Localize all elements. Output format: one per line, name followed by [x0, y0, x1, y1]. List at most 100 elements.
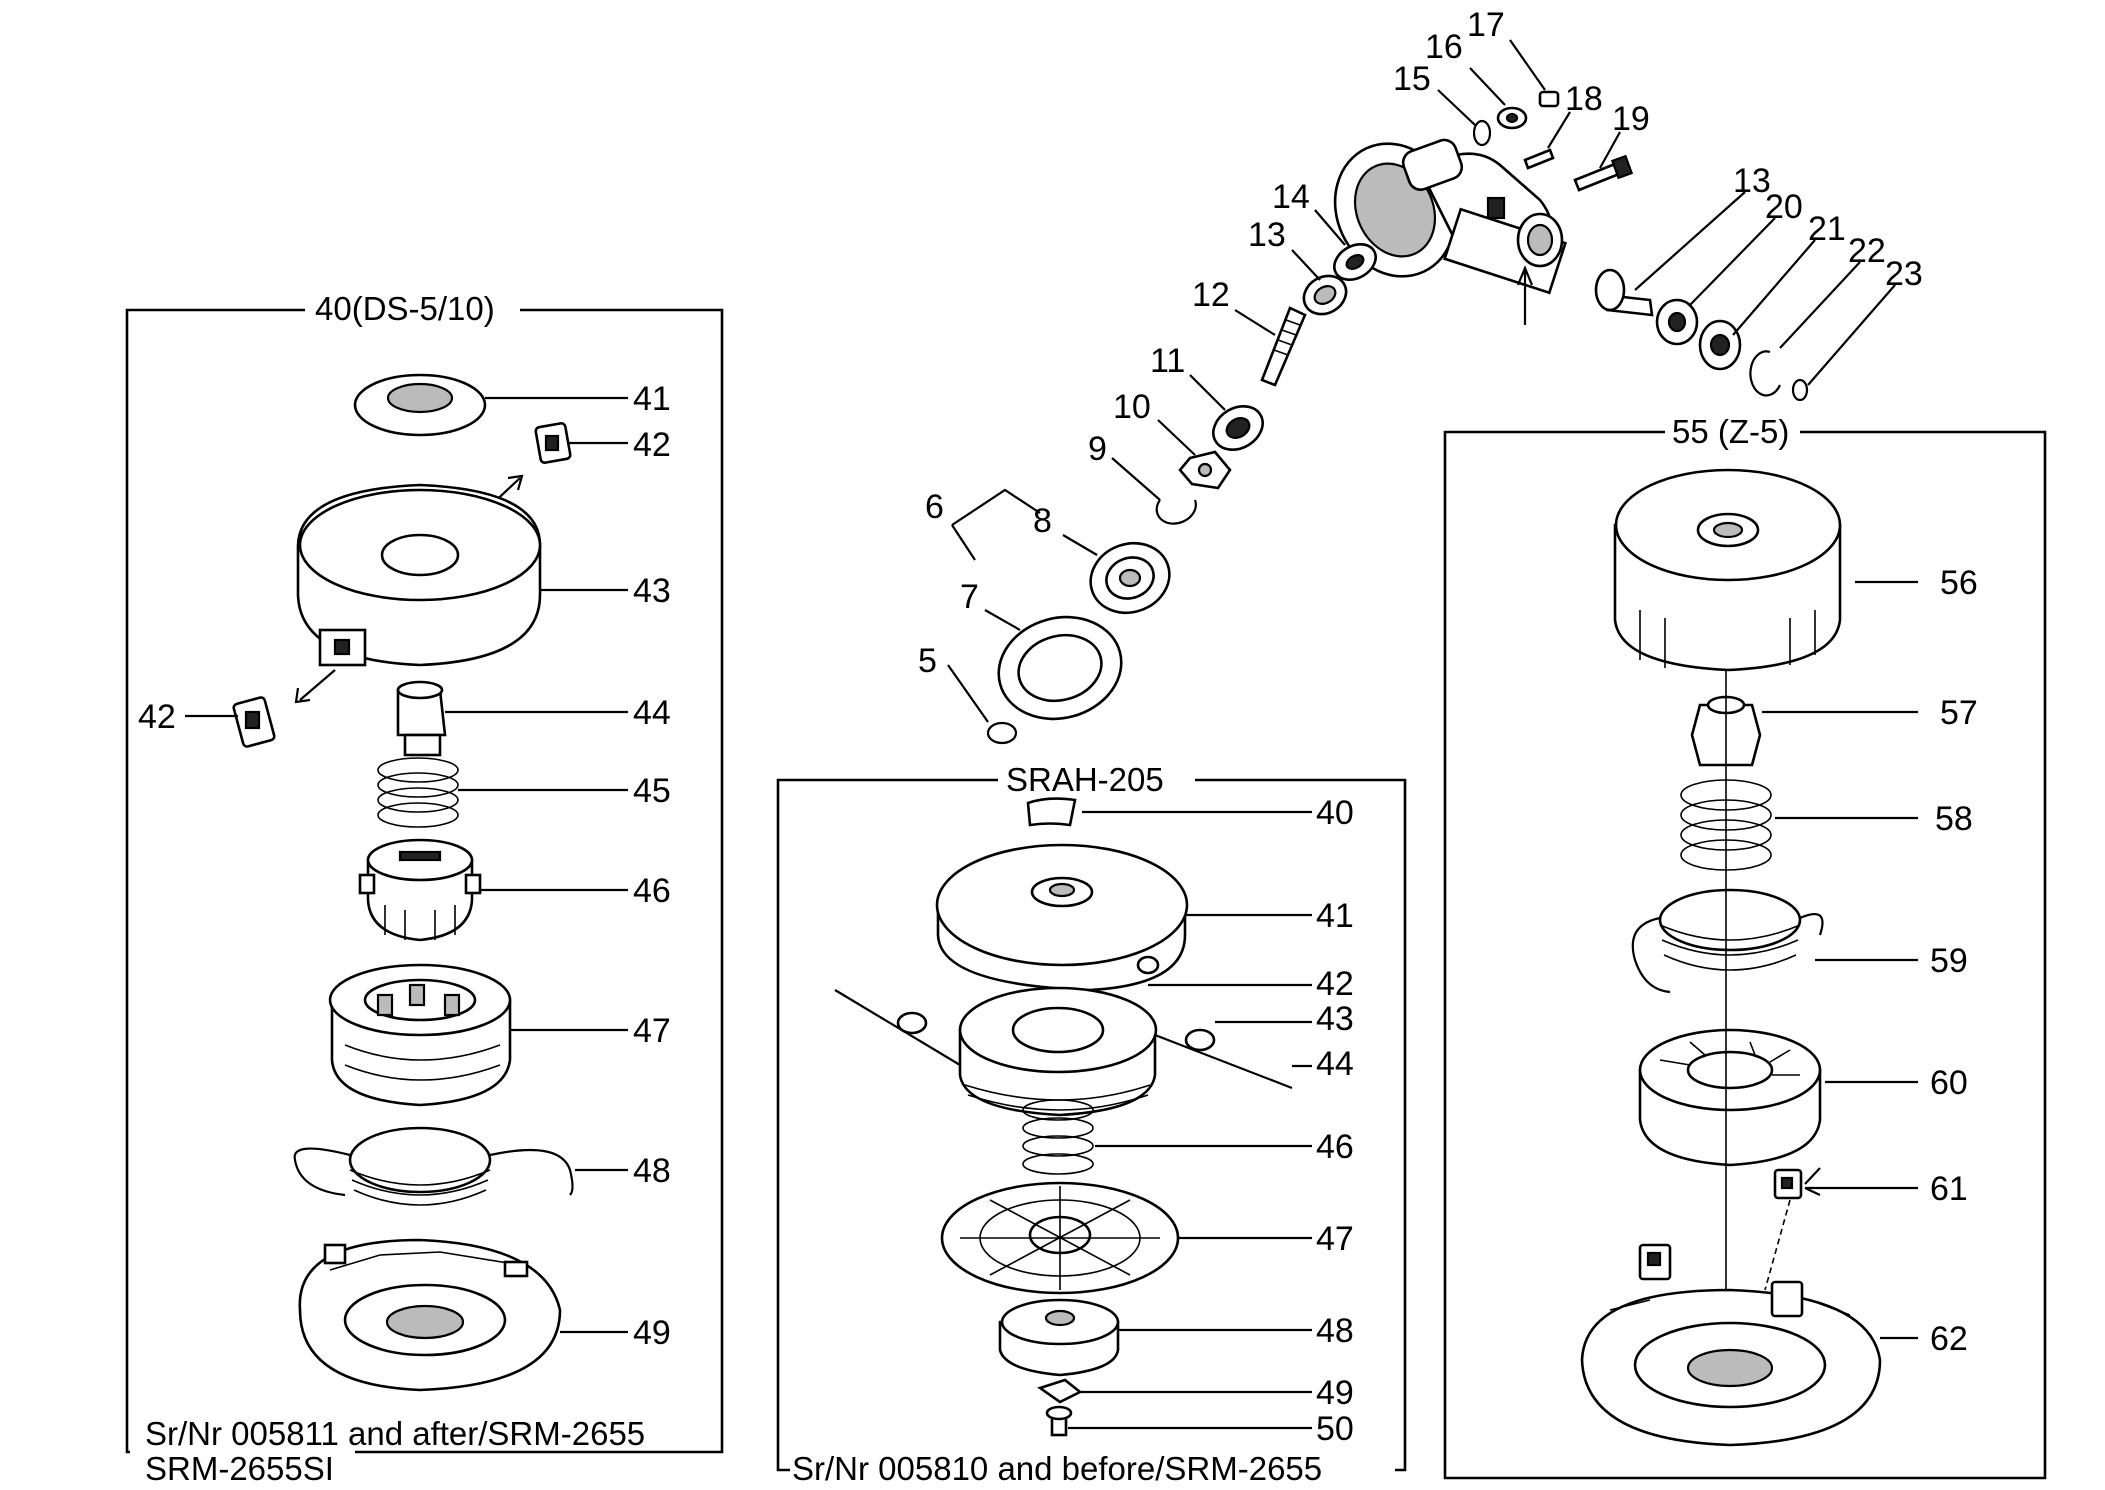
gear-case-assembly: 5 6 7 8 9 10 11 12 13 14 13 15 16 17 18 …: [918, 6, 1923, 745]
srah-callout-44: 44: [1316, 1045, 1354, 1083]
callout-22: 22: [1848, 232, 1886, 270]
srah-callout-50: 50: [1316, 1410, 1354, 1448]
gear-part-8-cover: [1089, 541, 1171, 615]
srah-callout-42: 42: [1316, 965, 1354, 1003]
callout-6: 6: [925, 488, 944, 526]
z5-callout-58: 58: [1935, 800, 1973, 838]
srah-part-47: [940, 1181, 1180, 1295]
callout-18: 18: [1565, 80, 1603, 118]
gear-part-12-shaft: [1260, 306, 1307, 387]
srah-leaders: [1068, 810, 1312, 1430]
callout-11: 11: [1150, 342, 1185, 380]
srah-callout-47: 47: [1316, 1220, 1354, 1258]
z5-box-title: 55 (Z-5): [1672, 413, 1789, 450]
callout-14: 14: [1272, 178, 1310, 216]
callout-8: 8: [1033, 502, 1052, 540]
z5-callout-61: 61: [1930, 1170, 1968, 1208]
z5-part-60: [1638, 1028, 1822, 1167]
z5-part-61: [1773, 1168, 1803, 1200]
ds-callout-43: 43: [633, 572, 671, 610]
gear-parts-15-19: [1472, 90, 1634, 192]
gear-part-7-seal: [997, 615, 1123, 721]
srah-callout-40: 40: [1316, 794, 1354, 832]
callout-21: 21: [1808, 210, 1846, 248]
ds-part-44: [396, 680, 447, 757]
gear-part-13a: [1302, 274, 1348, 316]
callout-9: 9: [1088, 430, 1107, 468]
ds-box: 40(DS-5/10) Sr/Nr 005811 and after/SRM-2…: [125, 290, 724, 1487]
srah-part-40: [1026, 797, 1077, 827]
gear-part-10-washer: [1178, 450, 1232, 490]
z5-part-62: [1580, 1243, 1882, 1447]
gear-parts-13-23: [1594, 268, 1809, 402]
callout-23: 23: [1885, 255, 1923, 293]
srah-callout-46: 46: [1316, 1128, 1354, 1166]
gear-part-14: [1333, 243, 1377, 281]
ds-callout-44: 44: [633, 694, 671, 732]
srah-box-title: SRAH-205: [1006, 761, 1164, 798]
ds-callout-41: 41: [633, 380, 671, 418]
gear-leaders: [947, 39, 1896, 723]
ds-callout-42-bottom: 42: [138, 698, 176, 736]
callout-7: 7: [960, 578, 979, 616]
srah-part-44-line: [834, 989, 1293, 1090]
gear-part-9-clip: [1155, 499, 1197, 525]
ds-callout-45: 45: [633, 772, 671, 810]
callout-12: 12: [1192, 276, 1230, 314]
ds-callout-48: 48: [633, 1152, 671, 1190]
callout-5: 5: [918, 642, 937, 680]
callout-10: 10: [1113, 388, 1151, 426]
ds-part-49: [298, 1238, 562, 1392]
callout-17: 17: [1467, 6, 1505, 44]
srah-part-48: [998, 1298, 1120, 1377]
srah-part-43-eyelets: [896, 1011, 1216, 1052]
z5-callout-60: 60: [1930, 1064, 1968, 1102]
callout-15: 15: [1393, 60, 1431, 98]
z5-box: 55 (Z-5): [1443, 413, 2047, 1480]
callout-13b: 13: [1733, 162, 1771, 200]
gear-part-5-ring: [986, 721, 1018, 745]
ds-part-42-top: [534, 422, 572, 464]
ds-callout-47: 47: [633, 1012, 671, 1050]
gear-case-housing: [1333, 138, 1567, 325]
ds-part-45: [377, 757, 459, 828]
callout-13: 13: [1248, 216, 1286, 254]
ds-part-41: [353, 373, 487, 437]
ds-box-footer-line1: Sr/Nr 005811 and after/SRM-2655: [145, 1415, 645, 1452]
ds-part-42-bottom: [232, 696, 276, 748]
ds-box-footer-line2: SRM-2655SI: [145, 1450, 334, 1487]
srah-box-footer: Sr/Nr 005810 and before/SRM-2655: [792, 1450, 1322, 1487]
ds-part-46: [358, 838, 482, 942]
z5-callout-57: 57: [1940, 694, 1978, 732]
srah-part-41: [935, 843, 1189, 992]
ds-callout-46: 46: [633, 872, 671, 910]
z5-clip-guide: [1764, 1199, 1791, 1291]
ds-leaders: [185, 396, 628, 1334]
z5-part-56: [1613, 468, 1842, 672]
callout-19: 19: [1612, 100, 1650, 138]
srah-callout-43: 43: [1316, 1000, 1354, 1038]
gear-part-11-bearing: [1212, 405, 1264, 451]
z5-leaders: [1762, 580, 1918, 1340]
ds-part-47: [328, 963, 512, 1107]
ds-part-48: [293, 1126, 574, 1206]
ds-box-title: 40(DS-5/10): [315, 290, 495, 327]
callout-20: 20: [1765, 188, 1803, 226]
z5-callout-56: 56: [1940, 564, 1978, 602]
srah-part-42-spool: [958, 986, 1158, 1117]
ds-callout-42-top: 42: [633, 426, 671, 464]
srah-part-46: [1022, 1099, 1094, 1175]
z5-callout-59: 59: [1930, 942, 1968, 980]
ds-callout-49: 49: [633, 1314, 671, 1352]
z5-part-59: [1631, 888, 1824, 994]
srah-part-50: [1045, 1405, 1073, 1437]
srah-box: SRAH-205 Sr/Nr 005810 and before/SRM-265…: [776, 761, 1407, 1487]
callout-16: 16: [1425, 28, 1463, 66]
ds-arrow-down: [294, 669, 336, 704]
srah-callout-49: 49: [1316, 1374, 1354, 1412]
srah-part-49: [1037, 1378, 1083, 1404]
z5-callout-62: 62: [1930, 1320, 1968, 1358]
srah-callout-41: 41: [1316, 897, 1354, 935]
srah-callout-48: 48: [1316, 1312, 1354, 1350]
